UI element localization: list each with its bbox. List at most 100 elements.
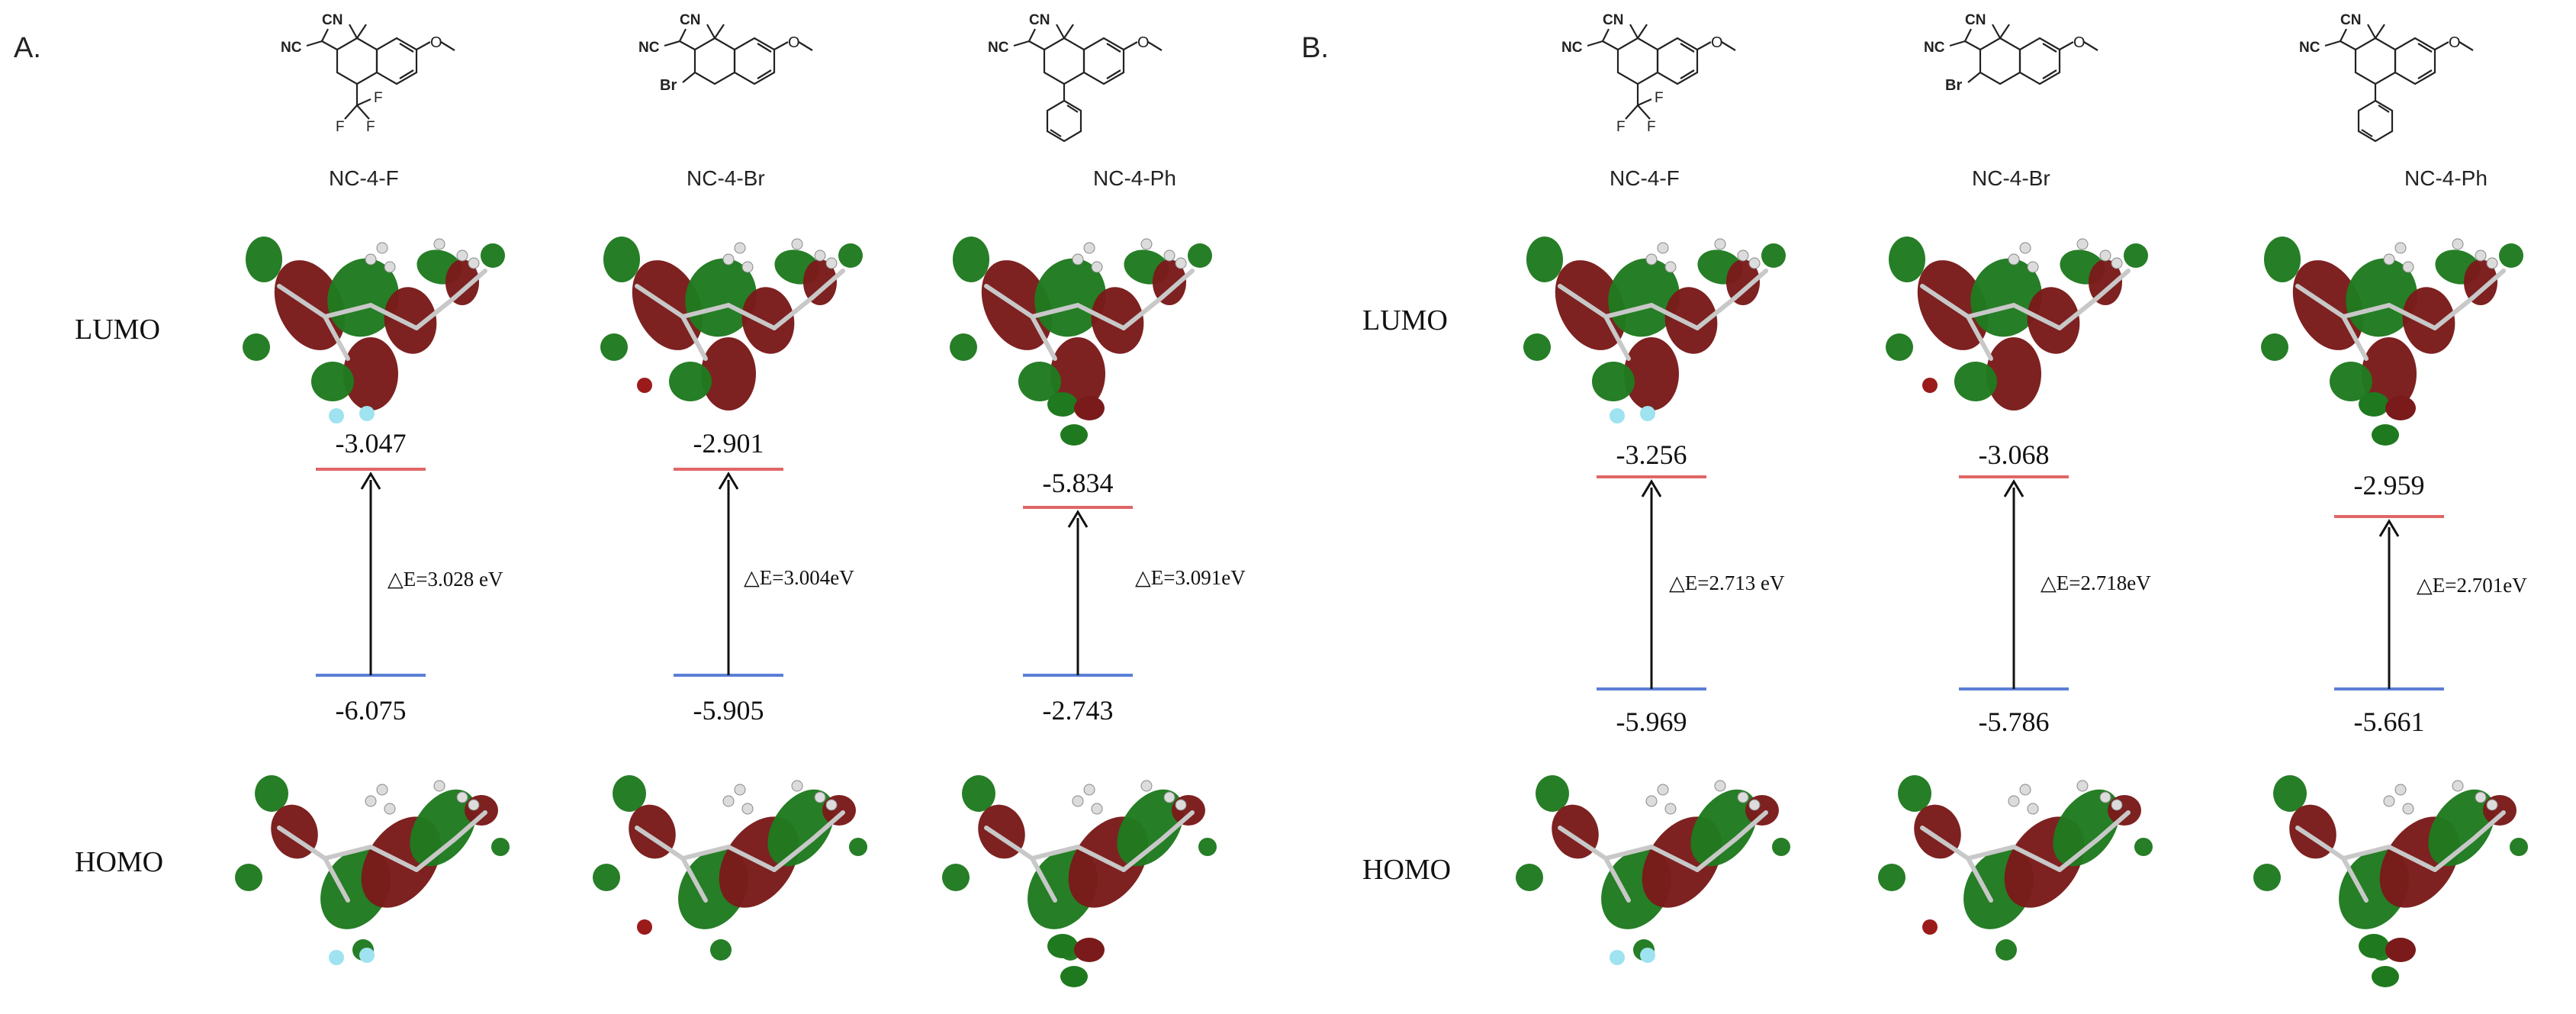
hydrogen-atom (814, 249, 826, 262)
hydrogen-atom (2402, 261, 2414, 273)
hydrogen-atom (734, 242, 746, 254)
lumo-lobe (1624, 337, 1679, 410)
cn-label: CN (1029, 12, 1050, 28)
energy-gap-label-a-2: △E=3.004eV (744, 566, 854, 589)
hydrogen-atom (1140, 780, 1153, 792)
homo-lobe (1690, 789, 1758, 867)
homo-label-a: HOMO (75, 846, 164, 878)
hydrogen-atom (456, 791, 468, 803)
energy-diagram-a-1 (316, 468, 426, 677)
nc-label: NC (1561, 40, 1583, 56)
upper-energy-value-b-3: -2.959 (2353, 470, 2425, 501)
hydrogen-atom (1657, 242, 1669, 254)
lumo-lobe (2346, 258, 2417, 337)
methoxy-label: O (2449, 34, 2461, 51)
hydrogen-atom (376, 784, 388, 796)
lower-energy-value-a-3: -2.743 (1042, 695, 1114, 726)
hydrogen-atom (376, 242, 388, 254)
homo-lobe (962, 775, 995, 812)
lumo-lobe (803, 259, 837, 305)
fluorine-atom (1610, 408, 1625, 423)
hydrogen-atom (1072, 253, 1084, 266)
hydrogen-atom (741, 803, 754, 815)
lumo-lobe (1608, 258, 1680, 337)
lower-energy-value-b-2: -5.786 (1978, 707, 2050, 737)
fluorine-label-0: F (1616, 119, 1626, 135)
lumo-lobe (1970, 258, 2042, 337)
homo-lobe (2053, 789, 2120, 867)
methoxy-label: O (1137, 34, 1150, 51)
hydrogen-atom (433, 780, 445, 792)
lumo-orbital-a-3 (950, 237, 1212, 446)
hydrogen-atom (1737, 249, 1749, 262)
hydrogen-atom (433, 238, 445, 250)
hydrogen-atom (2452, 780, 2464, 792)
homo-lobe (849, 838, 867, 856)
compound-name-a-2: NC-4-Br (687, 166, 765, 190)
bromine-atom (637, 378, 652, 393)
energy-gap-label-b-1: △E=2.713 eV (1669, 571, 1785, 594)
homo-lobe (2253, 864, 2281, 891)
lumo-orbital-b-1 (1523, 237, 1786, 423)
lumo-label-b: LUMO (1362, 304, 1448, 336)
lumo-lobe (1761, 243, 1786, 268)
cn-label: CN (680, 12, 700, 28)
arrow-head (2378, 519, 2400, 537)
homo-lobe (1878, 864, 1905, 891)
lumo-lobe (685, 258, 757, 337)
energy-diagram-b-1 (1597, 475, 1706, 690)
nc-label: NC (638, 40, 660, 56)
homo-lobe (1996, 939, 2017, 961)
homo-lobe (465, 795, 498, 826)
hydrogen-atom (734, 784, 746, 796)
hydrogen-atom (1083, 242, 1095, 254)
lumo-lobe (384, 287, 437, 354)
homo-lobe (1060, 966, 1088, 987)
homo-lobe (1172, 795, 1205, 826)
energy-gap-label-b-2: △E=2.718eV (2041, 571, 2151, 594)
cn-label: CN (1965, 12, 1986, 28)
homo-lobe (710, 939, 732, 961)
homo-orbital-b-2 (1878, 775, 2153, 961)
lumo-label-a: LUMO (75, 314, 160, 346)
energy-gap-label-b-3: △E=2.701eV (2417, 574, 2527, 597)
arrow-head (360, 472, 381, 490)
homo-lobe (235, 864, 262, 891)
hydrogen-atom (365, 253, 377, 266)
cn-label: CN (2340, 12, 2361, 28)
arrow-head (1641, 479, 1662, 497)
homo-lobe (2359, 934, 2389, 958)
lumo-lobe (2264, 237, 2301, 282)
compound-name-a-1: NC-4-F (329, 166, 399, 190)
lumo-lobe (603, 237, 640, 282)
lumo-lobe (1664, 287, 1718, 354)
hydrogen-atom (2008, 795, 2020, 807)
lumo-lobe (2330, 362, 2372, 401)
lumo-lobe (243, 333, 270, 361)
homo-lobe (2372, 966, 2399, 987)
lower-energy-value-b-1: -5.969 (1616, 707, 1687, 737)
hydrogen-atom (2076, 238, 2089, 250)
homo-orbital-a-3 (942, 775, 1217, 987)
hydrogen-atom (741, 261, 754, 273)
lumo-lobe (1526, 237, 1563, 282)
lumo-lobe (2402, 287, 2455, 354)
lumo-lobe (838, 243, 863, 268)
homo-lobe (410, 789, 477, 867)
hydrogen-atom (1645, 795, 1658, 807)
homo-lobe (2483, 795, 2517, 826)
arrow-head (718, 472, 739, 490)
lumo-lobe (1034, 258, 1106, 337)
hydrogen-atom (1091, 261, 1103, 273)
bromine-label: Br (1945, 77, 1962, 94)
homo-lobe (1898, 775, 1931, 812)
lower-energy-value-a-1: -6.075 (335, 695, 407, 726)
hydrogen-atom (2475, 249, 2487, 262)
nc-label: NC (988, 40, 1009, 56)
methoxy-label: O (1711, 34, 1723, 51)
homo-lobe (2510, 838, 2528, 856)
panel-label-b: B. (1301, 32, 1329, 64)
hydrogen-atom (2452, 238, 2464, 250)
hydrogen-atom (384, 261, 396, 273)
lumo-lobe (2362, 337, 2417, 410)
